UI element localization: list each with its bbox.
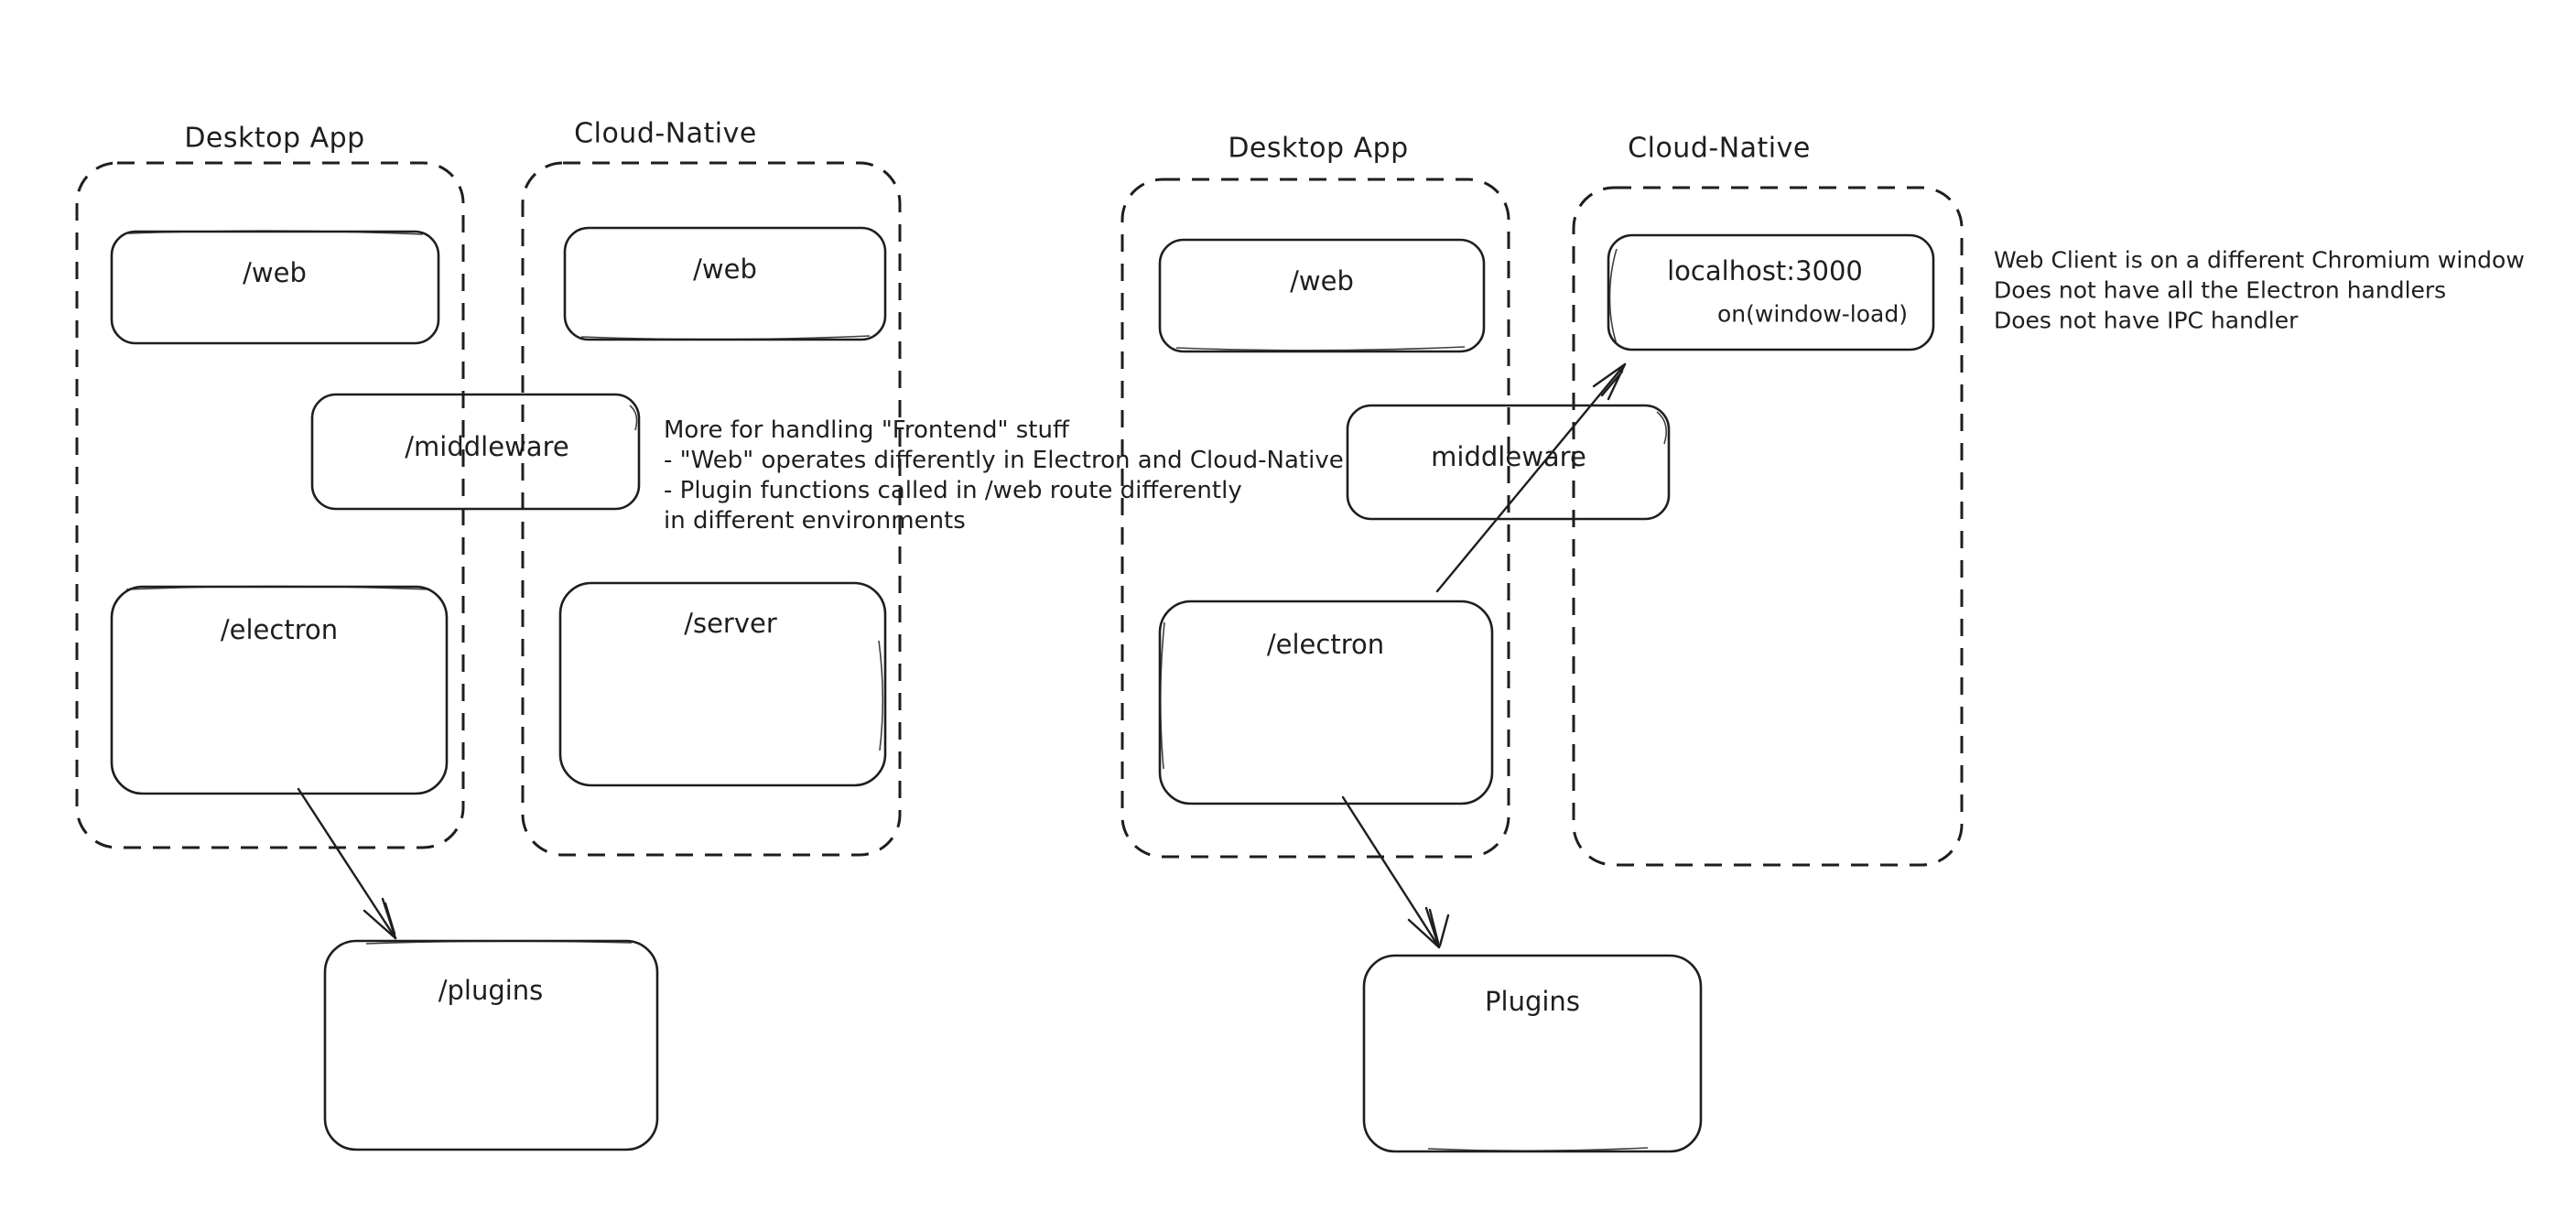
web-client-note-line: Web Client is on a different Chromium wi… [1994, 247, 2525, 274]
web-client-note-line: Does not have all the Electron handlers [1994, 277, 2446, 304]
middleware-note-line: - "Web" operates differently in Electron… [664, 447, 1344, 474]
left-electron-to-plugins-arrow [297, 787, 397, 940]
right-web-box [1158, 238, 1486, 353]
left-plugins-label: /plugins [438, 975, 544, 1006]
right-web-label: /web [1290, 265, 1354, 297]
right-electron-box-sketch-stroke [1159, 621, 1165, 770]
left-diagram: Desktop App Cloud-Native /web /web /midd… [75, 118, 902, 1151]
right-middleware-box-sketch-stroke [1656, 411, 1667, 445]
left-server-label: /server [684, 608, 777, 639]
middleware-note: More for handling "Frontend" stuff - "We… [664, 416, 1344, 535]
right-electron-to-plugins-arrow [1341, 795, 1450, 949]
left-web-desktop-label: /web [243, 257, 307, 288]
right-middleware-label: middleware [1431, 441, 1586, 472]
right-electron-to-localhost-arrow [1435, 362, 1627, 593]
left-server-box-sketch-stroke [878, 640, 884, 751]
left-web-cloud-box-sketch-stroke [580, 335, 871, 340]
left-plugins-box-sketch-stroke [365, 940, 633, 945]
right-plugins-box-sketch-stroke [1427, 1147, 1649, 1152]
left-desktop-app-container [75, 161, 465, 849]
middleware-note-line: - Plugin functions called in /web route … [664, 477, 1242, 504]
middleware-note-line: in different environments [664, 507, 966, 535]
right-desktop-app-header: Desktop App [1228, 133, 1408, 165]
right-localhost-box-sketch-stroke [1608, 248, 1618, 345]
right-desktop-app-container [1120, 178, 1510, 859]
left-cloud-native-header: Cloud-Native [574, 118, 757, 150]
right-localhost-label: localhost:3000 [1667, 255, 1863, 286]
left-web-cloud-label: /web [693, 254, 757, 285]
left-plugins-box [323, 939, 659, 1151]
right-localhost-event-label: on(window-load) [1717, 301, 1908, 328]
left-middleware-box-sketch-stroke [629, 405, 638, 431]
right-cloud-native-header: Cloud-Native [1628, 133, 1811, 165]
right-web-box-sketch-stroke [1175, 346, 1466, 351]
web-client-note: Web Client is on a different Chromium wi… [1994, 247, 2525, 334]
left-desktop-app-header: Desktop App [184, 123, 364, 155]
left-middleware-label: /middleware [405, 431, 568, 462]
right-diagram: Desktop App Cloud-Native /web localhost:… [1120, 133, 1964, 1153]
left-web-desktop-box-sketch-stroke [127, 230, 424, 235]
left-server-box [558, 581, 887, 787]
right-middleware-box [1346, 404, 1671, 521]
right-electron-label: /electron [1267, 629, 1384, 660]
left-electron-label: /electron [221, 614, 338, 645]
right-plugins-label: Plugins [1485, 986, 1580, 1017]
web-client-note-line: Does not have IPC handler [1994, 308, 2299, 334]
right-cloud-native-container [1572, 186, 1964, 867]
middleware-note-line: More for handling "Frontend" stuff [664, 416, 1070, 444]
left-middleware-box [310, 393, 641, 511]
right-localhost-box [1607, 233, 1935, 351]
left-electron-box-sketch-stroke [125, 585, 431, 590]
